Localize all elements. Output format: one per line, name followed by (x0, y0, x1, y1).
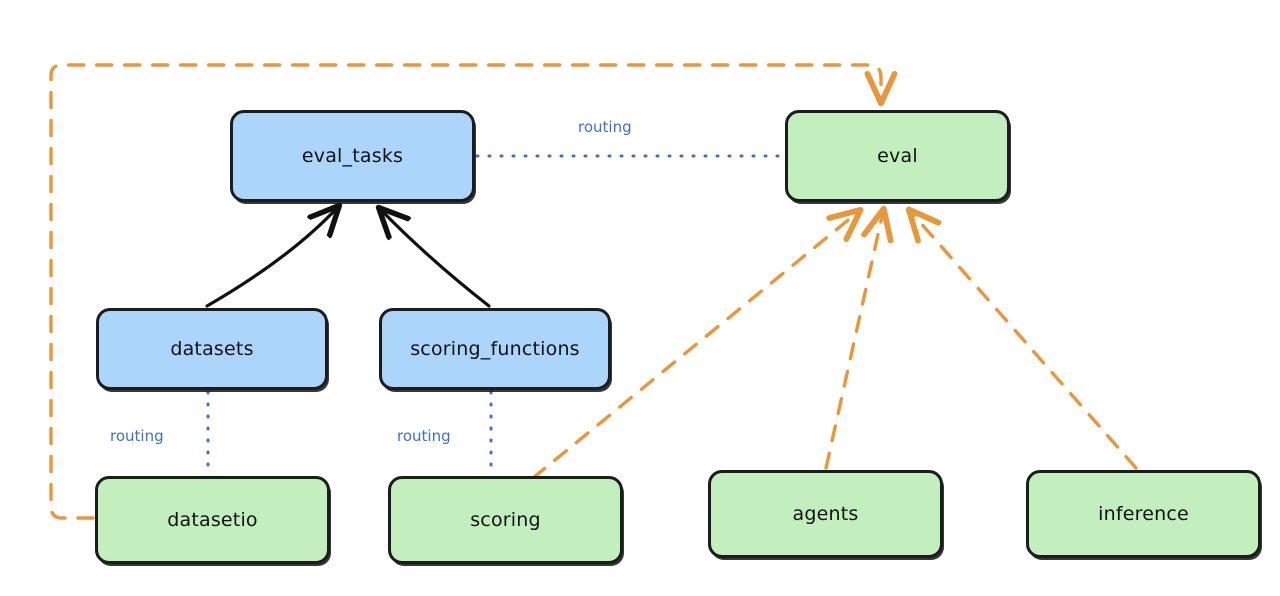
node-datasets-label: datasets (170, 338, 254, 360)
edge-scoring-functions-to-eval-tasks (381, 210, 491, 308)
node-agents[interactable]: agents (708, 470, 943, 558)
node-scoring-functions-label: scoring_functions (410, 338, 580, 360)
node-eval-label: eval (877, 145, 918, 167)
node-inference-label: inference (1098, 503, 1189, 525)
node-scoring[interactable]: scoring (388, 476, 623, 564)
node-datasets[interactable]: datasets (96, 308, 328, 390)
node-eval-tasks[interactable]: eval_tasks (230, 110, 475, 202)
node-inference[interactable]: inference (1026, 470, 1261, 558)
edge-label-eval-tasks-to-eval: routing (578, 118, 632, 136)
edge-label-scoring-functions-to-scoring: routing (397, 427, 451, 445)
node-eval[interactable]: eval (785, 110, 1010, 202)
edge-datasets-to-eval-tasks (205, 208, 337, 308)
node-datasetio[interactable]: datasetio (95, 476, 330, 564)
edge-scoring-to-eval (531, 212, 858, 480)
edge-agents-to-eval (824, 212, 883, 470)
node-datasetio-label: datasetio (167, 509, 258, 531)
node-scoring-label: scoring (470, 509, 541, 531)
node-eval-tasks-label: eval_tasks (301, 145, 404, 167)
edge-label-datasets-to-datasetio: routing (110, 427, 164, 445)
node-scoring-functions[interactable]: scoring_functions (379, 308, 611, 390)
node-agents-label: agents (792, 503, 859, 525)
edge-inference-to-eval (911, 212, 1138, 470)
edge-datasetio-to-eval (49, 63, 881, 520)
